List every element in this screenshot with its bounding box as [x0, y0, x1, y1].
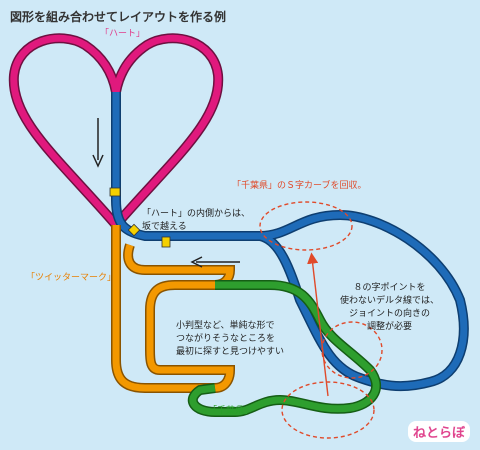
label-figure8-line-4: 調整が必要 — [367, 322, 413, 332]
label-s-curve: 「千葉県」のＳ字カーブを回収。 — [232, 181, 367, 191]
label-small-oval-line-2: つながりそうなところを — [176, 334, 276, 344]
label-twitter-mark: 「ツイッターマーク」 — [26, 273, 117, 283]
label-small-oval-line-1: 小判型など、単純な形で — [176, 321, 275, 331]
blue-track — [111, 92, 469, 392]
label-chiba: 「千葉県」 — [208, 406, 254, 416]
label-heart: 「ハート」 — [100, 29, 146, 39]
logo: ねとらぼ — [407, 421, 470, 442]
label-figure8: ８の字ポイントを 使わないデルタ線では、 ジョイントの向きの 調整が必要 — [340, 282, 439, 334]
direction-arrow-down — [92, 118, 104, 168]
annotation-arrow — [307, 252, 329, 397]
label-small-oval: 小判型など、単純な形で つながりそうなところを 最初に探すと見つけやすい — [176, 320, 284, 359]
label-heart-inner-line-1: 「ハート」の内側からは、 — [142, 209, 251, 219]
label-figure8-line-2: 使わないデルタ線では、 — [340, 296, 440, 306]
page-title: 図形を組み合わせてレイアウトを作る例 — [10, 10, 227, 24]
green-track — [187, 280, 381, 417]
orange-track — [111, 225, 236, 393]
label-heart-inner-line-2: 坂で越える — [142, 222, 187, 232]
label-figure8-line-1: ８の字ポイントを — [353, 283, 426, 293]
label-figure8-line-3: ジョイントの向きの — [349, 309, 431, 319]
label-heart-inner: 「ハート」の内側からは、 坂で越える — [142, 208, 250, 234]
slope-markers — [109, 187, 171, 248]
annotation-circles — [259, 201, 383, 439]
direction-arrow-left — [190, 256, 240, 268]
label-small-oval-line-3: 最初に探すと見つけやすい — [176, 347, 285, 357]
